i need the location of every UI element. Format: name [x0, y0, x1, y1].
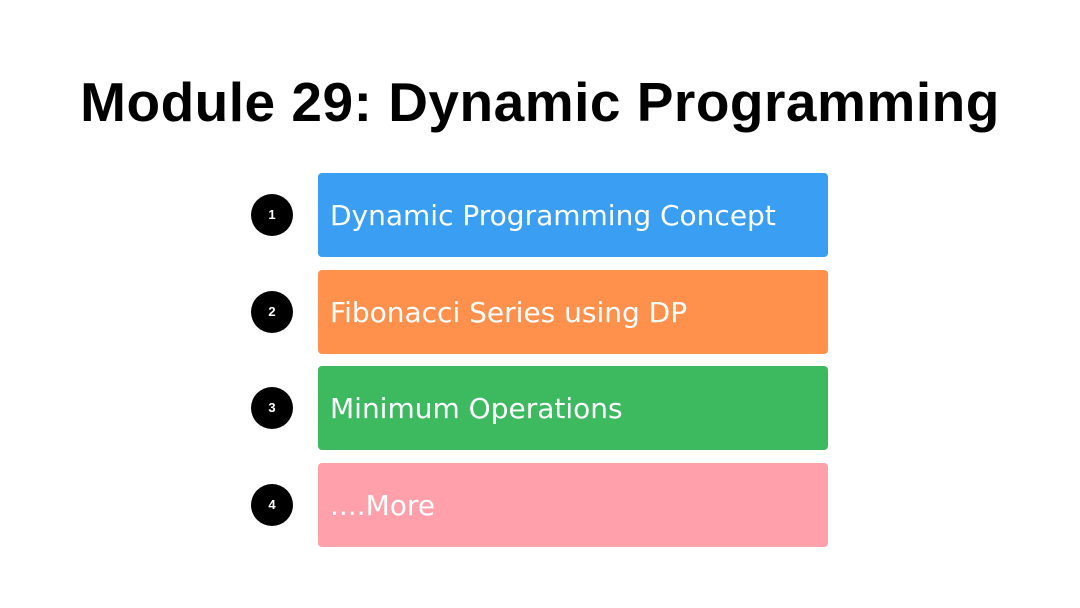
topic-label: ....More: [330, 488, 436, 522]
topic-box-minimum-operations: Minimum Operations: [318, 366, 828, 450]
topic-box-fibonacci: Fibonacci Series using DP: [318, 270, 828, 354]
number-badge-1: 1: [251, 194, 293, 236]
topic-box-dp-concept: Dynamic Programming Concept: [318, 173, 828, 257]
number-badge-2: 2: [251, 291, 293, 333]
list-item-1: 1 Dynamic Programming Concept: [0, 173, 1080, 257]
list-item-3: 3 Minimum Operations: [0, 366, 1080, 450]
number-badge-4: 4: [251, 484, 293, 526]
topic-box-more: ....More: [318, 463, 828, 547]
topic-label: Dynamic Programming Concept: [330, 198, 776, 232]
topic-label: Fibonacci Series using DP: [330, 295, 688, 329]
list-item-2: 2 Fibonacci Series using DP: [0, 270, 1080, 354]
topic-label: Minimum Operations: [330, 391, 623, 425]
number-badge-3: 3: [251, 387, 293, 429]
slide-title: Module 29: Dynamic Programming: [80, 71, 1000, 133]
list-item-4: 4 ....More: [0, 463, 1080, 547]
